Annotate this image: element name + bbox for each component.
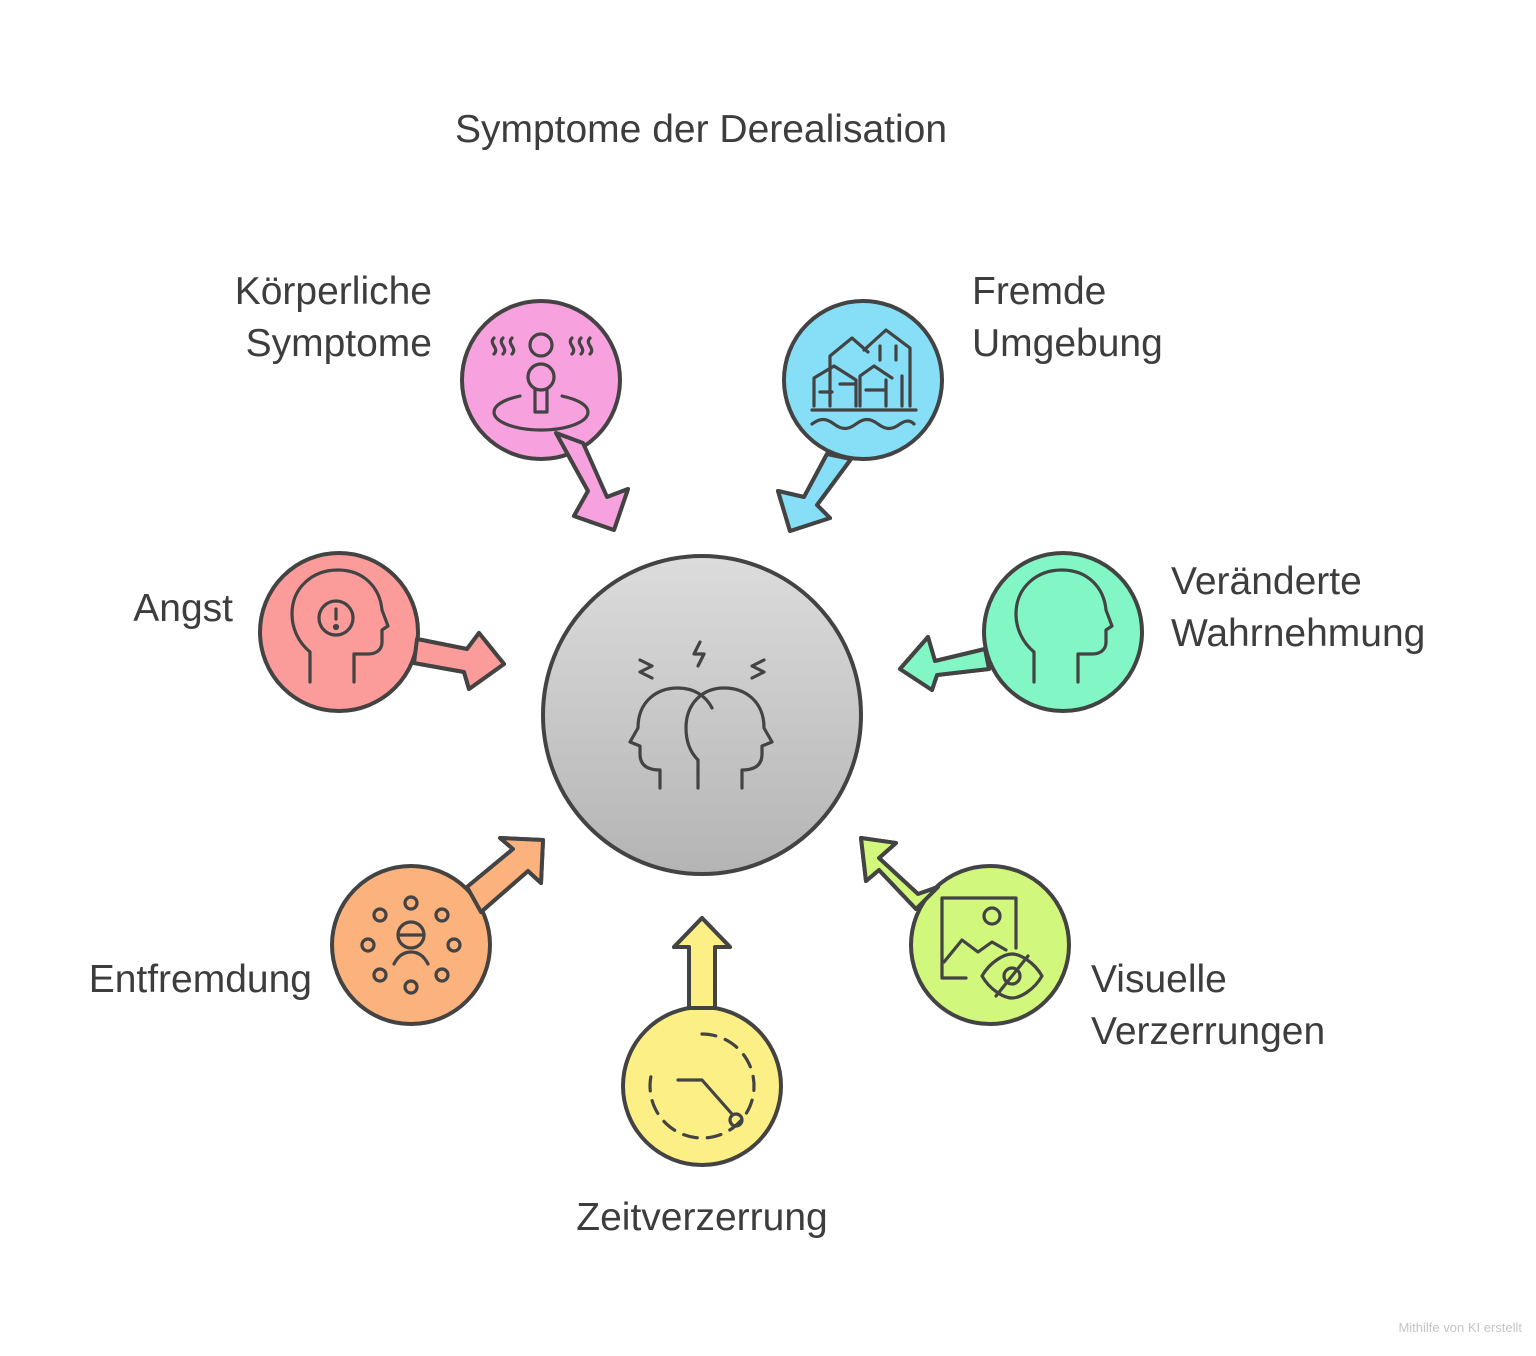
label-koerper: Körperliche Symptome (235, 266, 432, 370)
label-koerper-line-2: Symptome (245, 322, 432, 365)
label-umgebung-line-1: Fremde (972, 270, 1107, 313)
label-angst: Angst (133, 583, 233, 635)
houses-water-icon (810, 328, 918, 431)
two-heads-stress-icon (628, 640, 774, 790)
diagram-title: Symptome der Derealisation (454, 108, 948, 151)
label-entfremdung-line-1: Entfremdung (88, 958, 312, 1001)
label-wahrnehmung: Veränderte Wahrnehmung (1171, 556, 1425, 660)
label-zeit: Zeitverzerrung (452, 1192, 952, 1244)
label-umgebung: Fremde Umgebung (972, 266, 1163, 370)
head-profile-icon (1014, 568, 1114, 684)
credit-watermark: Mithilfe von KI erstellt (1398, 1320, 1522, 1335)
head-exclamation-icon (290, 568, 390, 684)
label-wahrnehmung-line-1: Veränderte (1171, 560, 1362, 603)
circle-entfremdung (330, 864, 492, 1026)
label-entfremdung: Entfremdung (89, 954, 312, 1006)
circle-zeit (621, 1005, 783, 1167)
circle-angst (258, 551, 420, 713)
label-visuell: Visuelle Verzerrungen (1091, 954, 1325, 1058)
label-zeit-line-1: Zeitverzerrung (576, 1196, 828, 1239)
label-wahrnehmung-line-2: Wahrnehmung (1171, 612, 1426, 655)
center-circle (541, 554, 863, 876)
label-koerper-line-1: Körperliche (234, 270, 432, 313)
clock-dashed-icon (648, 1032, 756, 1140)
image-eye-slash-icon (940, 896, 1044, 1000)
label-visuell-line-2: Verzerrungen (1091, 1010, 1326, 1053)
label-umgebung-line-2: Umgebung (972, 322, 1163, 365)
person-circle-dots-icon (360, 895, 462, 995)
label-visuell-line-1: Visuelle (1091, 958, 1227, 1001)
person-steam-icon (490, 332, 594, 432)
circle-koerper (460, 299, 622, 461)
circle-umgebung (782, 299, 944, 461)
circle-wahrnehmung (982, 551, 1144, 713)
label-angst-line-1: Angst (133, 587, 233, 630)
